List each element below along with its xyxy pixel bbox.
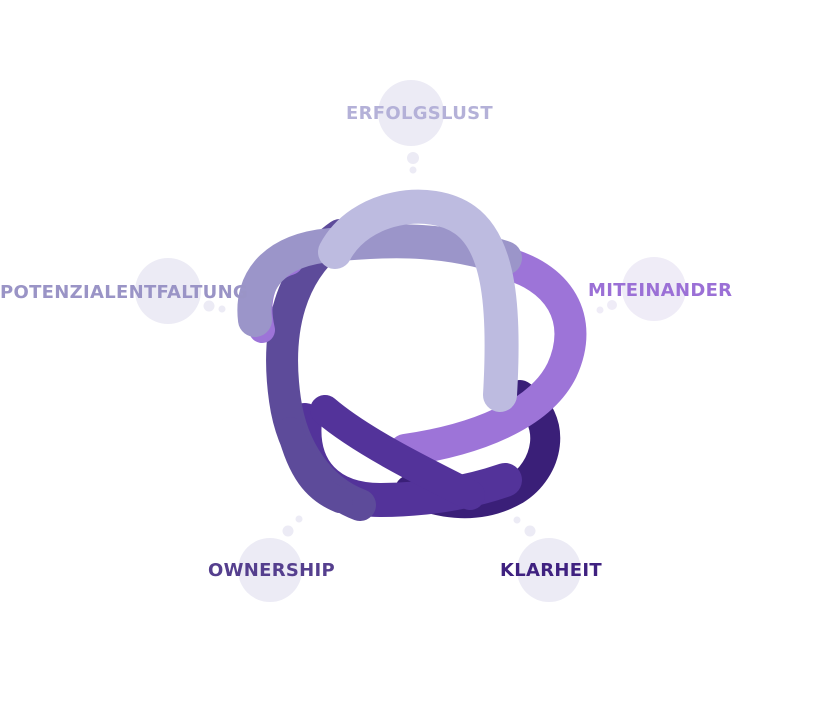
bubble-erfolgslust — [378, 80, 444, 174]
ribbon-knot — [237, 189, 587, 521]
label-ownership: OWNERSHIP — [208, 560, 335, 581]
ribbon-lightest-arch — [318, 189, 519, 412]
label-klarheit: KLARHEIT — [500, 560, 602, 581]
label-erfolgslust: ERFOLGSLUST — [346, 103, 493, 124]
label-miteinander: MITEINANDER — [588, 280, 733, 301]
bubble-klarheit — [513, 516, 581, 602]
bubble-potenzialentfaltung — [135, 258, 226, 324]
ribbon-violet-right — [389, 246, 587, 466]
label-potenzialentfaltung: POTENZIALENTFALTUNG — [0, 282, 249, 303]
ribbon-mid-curl — [277, 417, 353, 513]
ribbon-deep-diagonal — [310, 395, 485, 510]
bubble-miteinander — [596, 257, 686, 321]
bubble-ownership — [238, 515, 303, 602]
